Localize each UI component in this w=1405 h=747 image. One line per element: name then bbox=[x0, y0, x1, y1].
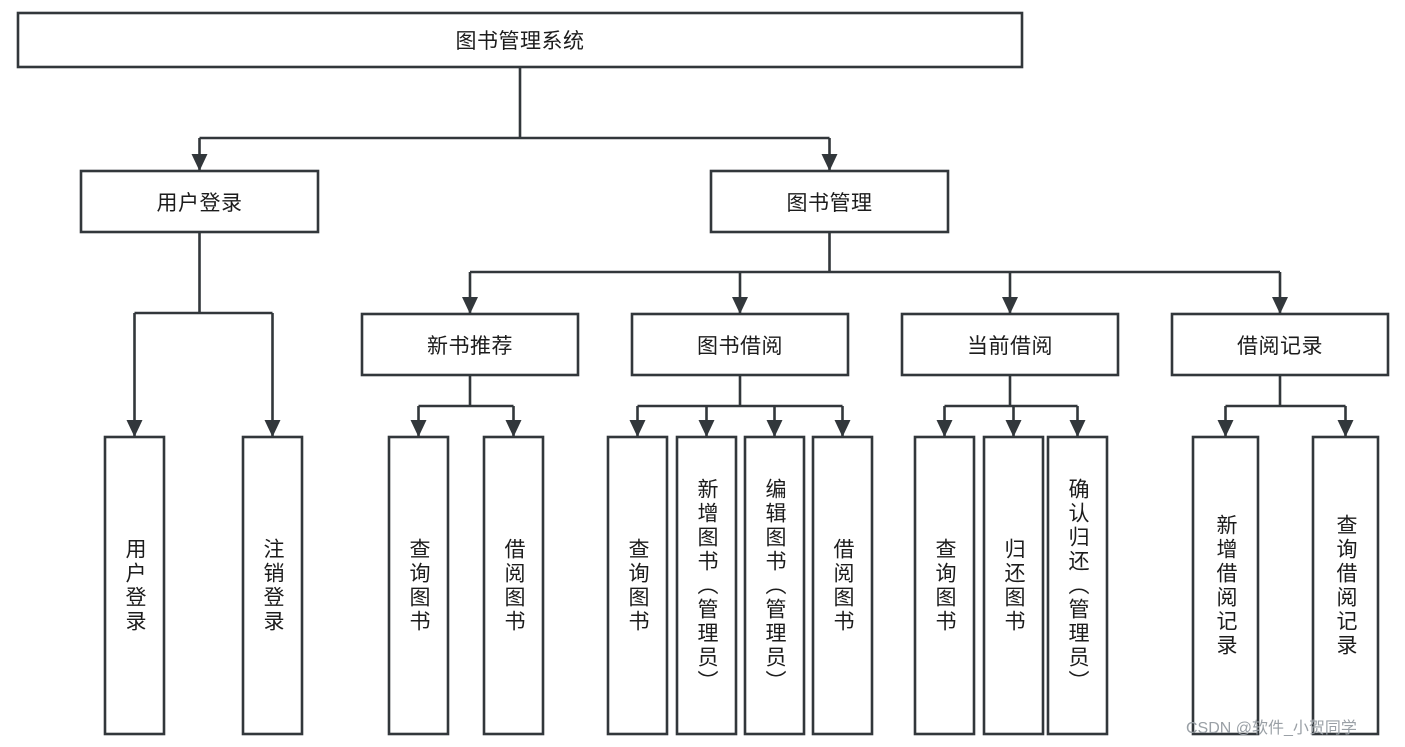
boxes-layer bbox=[16, 11, 1390, 736]
node-box-new-book-recommend bbox=[360, 312, 580, 377]
node-box-query-book-1 bbox=[387, 435, 450, 736]
arrow-head-icon-edit-book-admin bbox=[766, 420, 783, 437]
arrow-head-icon-query-book-1 bbox=[410, 420, 427, 437]
node-box-confirm-return-admin bbox=[1046, 435, 1109, 736]
arrow-head-icon-current-borrow bbox=[1002, 297, 1018, 314]
node-box-return-book bbox=[982, 435, 1045, 736]
node-box-borrow-book-2 bbox=[811, 435, 874, 736]
node-box-query-book-2 bbox=[606, 435, 669, 736]
node-box-root bbox=[16, 11, 1024, 69]
arrow-head-icon-book-management bbox=[821, 154, 838, 171]
node-box-user-logout bbox=[241, 435, 304, 736]
node-box-book-management bbox=[709, 169, 950, 234]
arrow-head-icon-new-book-recommend bbox=[462, 297, 478, 314]
connectors-layer bbox=[126, 67, 1354, 437]
node-box-borrow-record bbox=[1170, 312, 1390, 377]
arrow-head-icon-user-logout bbox=[264, 420, 281, 437]
node-box-user-login-do bbox=[103, 435, 166, 736]
arrow-head-icon-query-book-3 bbox=[936, 420, 953, 437]
arrow-head-icon-query-book-2 bbox=[629, 420, 646, 437]
arrow-head-icon-borrow-book-2 bbox=[834, 420, 851, 437]
arrow-head-icon-add-borrow-record bbox=[1217, 420, 1234, 437]
arrow-head-icon-return-book bbox=[1005, 420, 1022, 437]
node-box-add-book-admin bbox=[675, 435, 738, 736]
node-box-query-borrow-record bbox=[1311, 435, 1380, 736]
arrow-head-icon-confirm-return-admin bbox=[1069, 420, 1086, 437]
arrow-head-icon-borrow-record bbox=[1272, 297, 1288, 314]
arrow-head-icon-add-book-admin bbox=[698, 420, 715, 437]
arrow-head-icon-book-borrow bbox=[732, 297, 748, 314]
node-box-user-login bbox=[79, 169, 320, 234]
arrow-head-icon-user-login-do bbox=[126, 420, 143, 437]
arrow-head-icon-user-login bbox=[191, 154, 208, 171]
node-box-query-book-3 bbox=[913, 435, 976, 736]
node-box-book-borrow bbox=[630, 312, 850, 377]
node-box-add-borrow-record bbox=[1191, 435, 1260, 736]
node-box-current-borrow bbox=[900, 312, 1120, 377]
node-box-edit-book-admin bbox=[743, 435, 806, 736]
arrow-head-icon-borrow-book-1 bbox=[505, 420, 522, 437]
node-box-borrow-book-1 bbox=[482, 435, 545, 736]
arrow-head-icon-query-borrow-record bbox=[1337, 420, 1354, 437]
